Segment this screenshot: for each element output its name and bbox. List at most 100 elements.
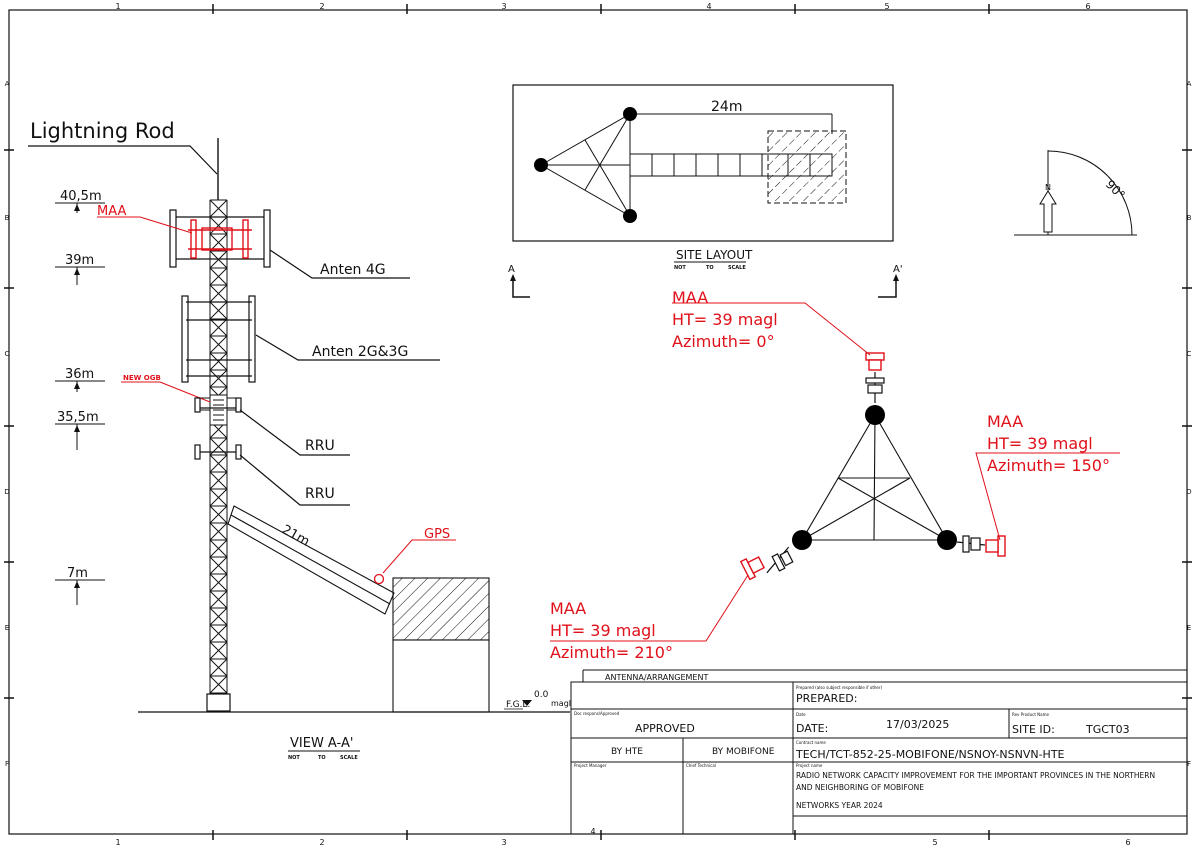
tower-lattice-member xyxy=(209,454,228,473)
tower-base xyxy=(206,693,231,712)
tower-lattice-member xyxy=(209,590,228,609)
new-ogb-label: NEW OGB xyxy=(123,374,161,382)
plan-leg-left xyxy=(792,530,812,550)
rru-label-2: RRU xyxy=(305,486,335,502)
tower-lattice-member xyxy=(209,556,228,575)
antenna-4g-mount xyxy=(169,209,271,268)
plan-leg-top xyxy=(865,405,885,425)
ground-level-value: 0.0 xyxy=(534,690,549,700)
tower-lattice-member xyxy=(209,488,228,507)
tower-lattice-member xyxy=(209,216,228,235)
tower-lattice-member xyxy=(209,624,228,643)
rru-leader-2 xyxy=(239,454,350,506)
row-letter-d-left: D xyxy=(4,488,9,496)
gps-leader xyxy=(382,539,456,574)
prepared-label: PREPARED: xyxy=(796,692,857,705)
plan-maa-0 xyxy=(865,352,885,371)
callout-0-azimuth: Azimuth= 0° xyxy=(672,332,775,351)
tower-lattice-member xyxy=(209,658,228,677)
rru-mount-2 xyxy=(194,444,242,460)
site-id-label: SITE ID: xyxy=(1012,723,1055,736)
antenna-2g3g-mount xyxy=(181,295,256,383)
callout-210-leader xyxy=(550,574,749,642)
tower-lattice-member xyxy=(209,539,228,558)
chief-technical-caption: Chief Technical xyxy=(686,763,716,768)
ground-level-arrow xyxy=(522,700,532,706)
date-caption: Date xyxy=(796,712,806,717)
project-caption: Project name xyxy=(796,763,823,768)
compass-north-arrow-icon xyxy=(1039,190,1057,233)
tower-lattice-member xyxy=(209,335,228,354)
height-label-39m: 39m xyxy=(65,253,94,268)
layout-length-label: 24m xyxy=(711,99,742,115)
title-block: ANTENNA/ARRANGEMENT Prepared (also subje… xyxy=(570,669,1188,835)
col-number-2-top: 2 xyxy=(319,2,324,11)
elevation-view: Lightning Rod MAA Anten 4G xyxy=(28,119,571,761)
callout-210-azimuth: Azimuth= 210° xyxy=(550,643,673,662)
col-number-2-bottom: 2 xyxy=(319,838,324,847)
tower-lattice-member xyxy=(209,607,228,626)
by-hte: BY HTE xyxy=(611,747,643,757)
date-label: DATE: xyxy=(796,722,828,735)
layout-shelter xyxy=(767,130,847,204)
plan-triangle xyxy=(801,413,948,541)
north-compass: N 90° xyxy=(1014,150,1137,236)
col-number-4-top: 4 xyxy=(706,2,711,11)
tower-lattice-member xyxy=(209,233,228,252)
date-value: 17/03/2025 xyxy=(886,718,949,731)
anten-4g-label: Anten 4G xyxy=(320,262,386,278)
plan-antenna-150 xyxy=(956,535,986,553)
layout-leg-3 xyxy=(623,209,637,223)
layout-leg-2 xyxy=(623,107,637,121)
by-mobifone: BY MOBIFONE xyxy=(712,747,775,757)
col-number-5-top: 5 xyxy=(884,2,889,11)
height-label-40-5m: 40,5m xyxy=(60,189,102,204)
lightning-rod-label: Lightning Rod xyxy=(30,119,175,143)
col-number-4-bottom: 4 xyxy=(590,827,595,836)
anten-4g-leader xyxy=(269,249,410,279)
prepared-caption: Prepared (also subject responsible if ot… xyxy=(796,685,883,690)
row-letter-a-left: A xyxy=(5,80,10,88)
anten-2g3g-leader xyxy=(255,334,440,361)
callout-210-type: MAA xyxy=(550,599,586,618)
maa-elevation-label: MAA xyxy=(97,204,126,219)
plan-maa-210 xyxy=(739,556,766,581)
contract-value: TECH/TCT-852-25-MOBIFONE/NSNOY-NSNVN-HTE xyxy=(795,748,1065,761)
plan-antenna-210 xyxy=(766,546,794,574)
row-letter-e-left: E xyxy=(5,624,9,632)
layout-scale-not: NOT xyxy=(674,265,686,271)
section-arrowhead-a xyxy=(510,274,516,281)
height-label-36m: 36m xyxy=(65,367,94,382)
gps-label: GPS xyxy=(424,527,450,542)
tower-lattice-member xyxy=(209,471,228,490)
row-letter-f-right: F xyxy=(1187,760,1191,768)
section-arrow-a-prime xyxy=(878,276,897,298)
row-letter-e-right: E xyxy=(1187,624,1191,632)
equipment-shelter-base xyxy=(392,639,490,713)
tower-lattice-member xyxy=(209,284,228,303)
contract-caption: Contract name xyxy=(796,740,826,745)
callout-150-height: HT= 39 magl xyxy=(987,434,1093,453)
height-markers xyxy=(55,202,105,605)
row-letter-b-right: B xyxy=(1187,214,1192,222)
col-number-3-bottom: 3 xyxy=(501,838,506,847)
project-name-line-1: RADIO NETWORK CAPACITY IMPROVEMENT FOR T… xyxy=(796,771,1155,780)
callout-150-azimuth: Azimuth= 150° xyxy=(987,456,1110,475)
plan-maa-150 xyxy=(985,535,1006,557)
layout-scale-scale: SCALE xyxy=(728,265,746,271)
ground-level-unit: magl xyxy=(551,699,571,708)
section-arrowhead-a-prime xyxy=(893,274,899,281)
new-ogb-leader-2 xyxy=(159,381,211,403)
rru-label-1: RRU xyxy=(305,438,335,454)
tower-plan: MAA HT= 39 magl Azimuth= 0° MAA HT= 39 m… xyxy=(550,288,1120,662)
tower-lattice-member xyxy=(209,675,228,694)
tower-lattice-member xyxy=(209,369,228,388)
compass-arc xyxy=(1047,150,1133,236)
tower-lattice-member xyxy=(209,318,228,337)
col-number-3-top: 3 xyxy=(501,2,506,11)
gps-antenna xyxy=(373,573,385,585)
callout-maa-150: MAA HT= 39 magl Azimuth= 150° xyxy=(975,412,1120,541)
callout-210-height: HT= 39 magl xyxy=(550,621,656,640)
anten-2g3g-label: Anten 2G&3G xyxy=(312,344,408,360)
